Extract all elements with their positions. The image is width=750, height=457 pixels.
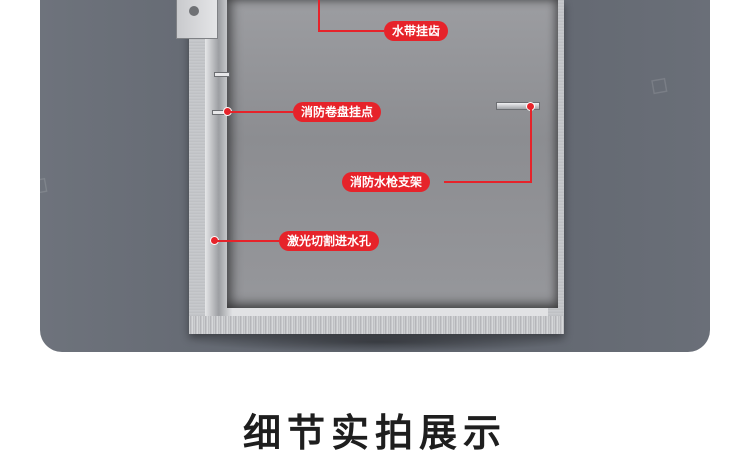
callout-line-laser-inlet	[217, 240, 279, 242]
watermark-decoration: ◇	[643, 66, 677, 104]
callout-label-hose-hook: 水带挂齿	[384, 21, 449, 41]
callout-line-nozzle-horizontal	[444, 181, 532, 183]
callout-label-nozzle-bracket: 消防水枪支架	[342, 172, 431, 192]
cabinet-back-panel	[227, 0, 558, 308]
product-photo-panel: ◇ ◇	[40, 0, 710, 352]
section-heading: 细节实拍展示	[242, 411, 507, 455]
cabinet-inner-frame	[205, 0, 558, 316]
callout-line-reel-hook	[230, 111, 293, 113]
callout-label-laser-inlet: 激光切割进水孔	[279, 231, 380, 251]
bracket-slot	[189, 6, 199, 16]
callout-line-nozzle-vertical	[530, 109, 532, 182]
nozzle-bracket	[496, 102, 540, 110]
watermark-decoration: ◇	[40, 166, 57, 204]
hose-hook-bracket	[176, 0, 218, 39]
upper-small-hook	[214, 72, 230, 77]
callout-line-hose-hook-horizontal	[318, 30, 384, 32]
callout-line-hose-hook-vertical	[318, 0, 320, 31]
floor-shadow	[190, 332, 570, 352]
cabinet-body	[189, 0, 564, 334]
callout-label-reel-hook: 消防卷盘挂点	[293, 102, 382, 122]
cabinet-bottom-ledge	[189, 316, 564, 334]
